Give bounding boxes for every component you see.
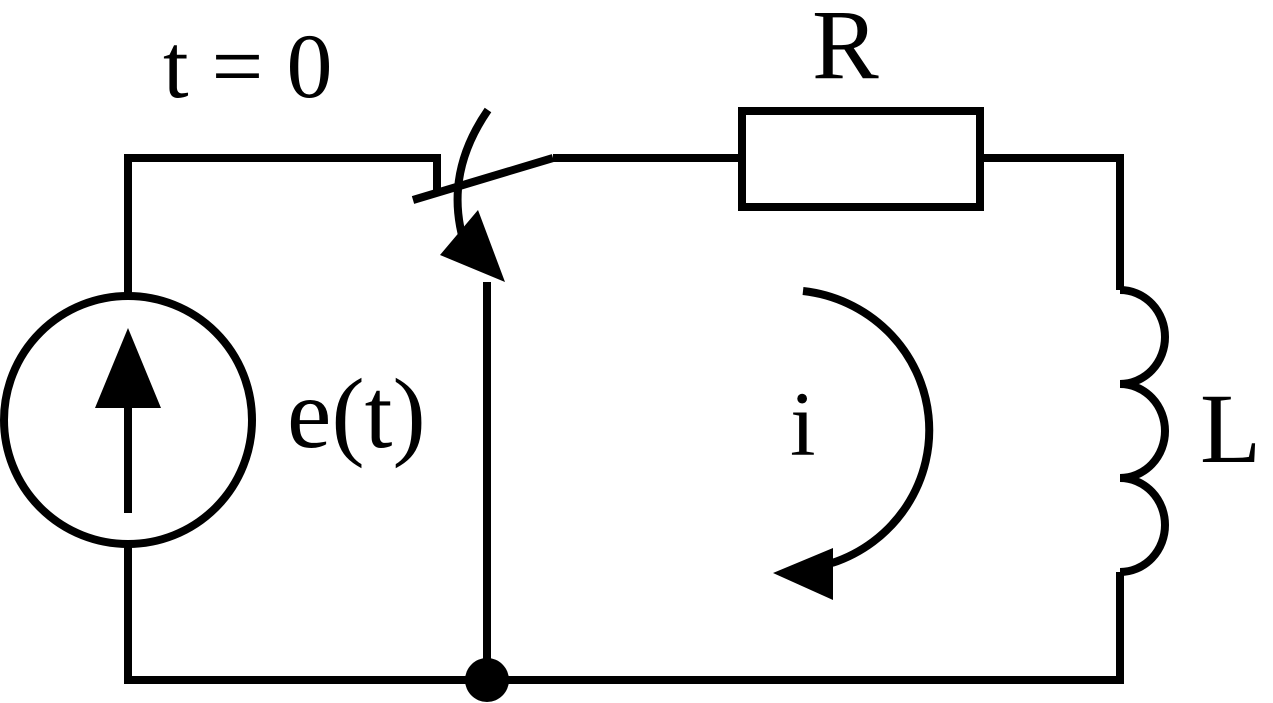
current-loop-arrowhead <box>773 548 833 600</box>
switch-blade <box>411 154 555 204</box>
left-bottom-wire <box>124 545 487 684</box>
resistor-label: R <box>812 0 879 100</box>
current-loop-arc <box>802 287 934 567</box>
junction-node <box>465 658 509 702</box>
inductor-coil <box>1119 286 1169 576</box>
left-loop-wire <box>124 154 441 296</box>
switch-actuation-arrowhead <box>440 210 505 282</box>
voltage-source-arrow-head <box>95 328 161 408</box>
right-bottom-wire <box>487 572 1124 684</box>
inductor-label: L <box>1200 373 1261 484</box>
voltage-source-circle <box>0 292 256 548</box>
right-top-wire <box>980 154 1124 290</box>
resistor <box>738 107 984 211</box>
current-label: i <box>790 373 816 475</box>
source-label: e(t) <box>287 358 426 469</box>
switch-time-label: t = 0 <box>163 15 332 117</box>
